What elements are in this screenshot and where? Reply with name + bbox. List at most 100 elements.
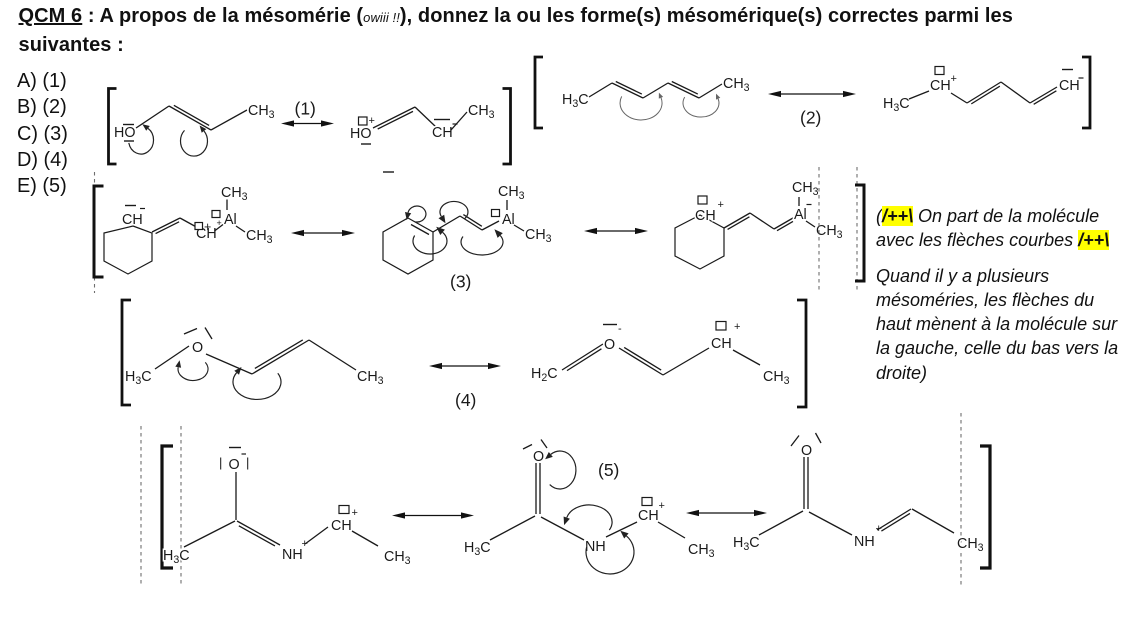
- svg-text:CH3​: CH3​: [688, 542, 715, 560]
- svg-text:CH: CH: [1059, 78, 1080, 94]
- svg-text:CH3​: CH3​: [498, 184, 525, 202]
- svg-text:Al: Al: [794, 207, 807, 223]
- svg-text:+: +: [352, 507, 358, 519]
- svg-text:CH3​: CH3​: [957, 536, 984, 554]
- svg-text:H2​C: H2​C: [531, 366, 558, 384]
- svg-text:H3​C: H3​C: [562, 92, 589, 110]
- svg-text:Al: Al: [224, 212, 237, 228]
- svg-text:CH: CH: [331, 518, 352, 534]
- svg-text:-: -: [618, 323, 622, 335]
- svg-text:CH3​: CH3​: [723, 76, 750, 94]
- svg-text:CH: CH: [638, 508, 659, 524]
- svg-text:O: O: [801, 443, 812, 459]
- svg-text:O: O: [229, 457, 240, 473]
- svg-text:(3): (3): [450, 272, 471, 292]
- svg-text:+: +: [302, 538, 308, 550]
- svg-text:Al: Al: [224, 212, 237, 228]
- svg-text:|: |: [246, 455, 249, 470]
- svg-text:H3​C: H3​C: [125, 369, 152, 387]
- svg-text:H3​C: H3​C: [464, 540, 491, 558]
- svg-text:CH3​: CH3​: [792, 180, 819, 198]
- svg-text:+: +: [369, 115, 375, 127]
- svg-text:+: +: [659, 500, 665, 512]
- svg-text:CH3​: CH3​: [525, 227, 552, 245]
- svg-text:NH: NH: [282, 547, 303, 563]
- svg-text:CH3​: CH3​: [248, 103, 275, 121]
- svg-text:CH: CH: [930, 78, 951, 94]
- svg-text:CH3​: CH3​: [763, 369, 790, 387]
- svg-text:CH3​: CH3​: [384, 549, 411, 567]
- svg-text:CH: CH: [711, 336, 732, 352]
- svg-text:O: O: [192, 340, 203, 356]
- svg-text:HO: HO: [350, 126, 371, 142]
- svg-text:H3​C: H3​C: [464, 540, 491, 558]
- svg-text:CH3​: CH3​: [763, 369, 790, 387]
- svg-text:HO: HO: [114, 125, 135, 141]
- svg-text:CH3​: CH3​: [468, 103, 495, 121]
- svg-text:CH3​: CH3​: [498, 184, 525, 202]
- svg-text:CH: CH: [1059, 78, 1080, 94]
- svg-text:H3​C: H3​C: [883, 96, 910, 114]
- svg-text:CH3​: CH3​: [248, 103, 275, 121]
- svg-text:CH: CH: [331, 518, 352, 534]
- svg-text:CH: CH: [432, 125, 453, 141]
- svg-text:CH3​: CH3​: [357, 369, 384, 387]
- svg-text:CH3​: CH3​: [816, 223, 843, 241]
- svg-text:CH: CH: [695, 208, 716, 224]
- svg-text:CH3​: CH3​: [246, 228, 273, 246]
- svg-text:CH3​: CH3​: [688, 542, 715, 560]
- svg-text:NH: NH: [585, 539, 606, 555]
- svg-text:O: O: [604, 337, 615, 353]
- svg-text:CH: CH: [638, 508, 659, 524]
- svg-text:NH: NH: [854, 534, 875, 550]
- svg-text:(1): (1): [295, 99, 316, 119]
- svg-text:CH3​: CH3​: [723, 76, 750, 94]
- svg-text:+: +: [718, 199, 724, 211]
- svg-text:O: O: [533, 449, 544, 465]
- svg-text:+: +: [734, 321, 740, 333]
- svg-text:H3​C: H3​C: [733, 535, 760, 553]
- svg-text:CH: CH: [695, 208, 716, 224]
- svg-text:O: O: [533, 449, 544, 465]
- svg-text:H3​C: H3​C: [125, 369, 152, 387]
- svg-text:O: O: [192, 340, 203, 356]
- svg-text:O: O: [604, 337, 615, 353]
- svg-text:O: O: [801, 443, 812, 459]
- svg-text:NH: NH: [854, 534, 875, 550]
- svg-text:+: +: [217, 218, 222, 228]
- svg-text:Al: Al: [502, 212, 515, 228]
- svg-text:H3​C: H3​C: [883, 96, 910, 114]
- svg-text:H2​C: H2​C: [531, 366, 558, 384]
- svg-text:HO: HO: [114, 125, 135, 141]
- svg-text:CH3​: CH3​: [246, 228, 273, 246]
- svg-text:CH: CH: [711, 336, 732, 352]
- svg-text:CH3​: CH3​: [792, 180, 819, 198]
- svg-text:(2): (2): [800, 108, 821, 128]
- svg-text:CH3​: CH3​: [384, 549, 411, 567]
- svg-text:(4): (4): [455, 390, 476, 410]
- svg-text:CH3​: CH3​: [221, 185, 248, 203]
- svg-text:CH3​: CH3​: [957, 536, 984, 554]
- svg-text:CH3​: CH3​: [357, 369, 384, 387]
- svg-text:H3​C: H3​C: [733, 535, 760, 553]
- svg-text:CH3​: CH3​: [221, 185, 248, 203]
- svg-text:H3​C: H3​C: [562, 92, 589, 110]
- svg-text:O: O: [229, 457, 240, 473]
- svg-text:CH: CH: [432, 125, 453, 141]
- svg-text:CH: CH: [930, 78, 951, 94]
- svg-text:H3​C: H3​C: [163, 548, 190, 566]
- svg-text:Al: Al: [502, 212, 515, 228]
- svg-text:NH: NH: [282, 547, 303, 563]
- svg-text:|: |: [219, 455, 222, 470]
- svg-text:NH: NH: [585, 539, 606, 555]
- svg-text:(5): (5): [598, 460, 619, 480]
- svg-text:HO: HO: [350, 126, 371, 142]
- svg-text:+: +: [951, 73, 957, 85]
- svg-text:CH3​: CH3​: [525, 227, 552, 245]
- svg-text:CH3​: CH3​: [816, 223, 843, 241]
- svg-text:Al: Al: [794, 207, 807, 223]
- svg-text:+: +: [204, 220, 211, 234]
- svg-text:CH3​: CH3​: [468, 103, 495, 121]
- svg-text:H3​C: H3​C: [163, 548, 190, 566]
- svg-text:CH: CH: [122, 212, 143, 228]
